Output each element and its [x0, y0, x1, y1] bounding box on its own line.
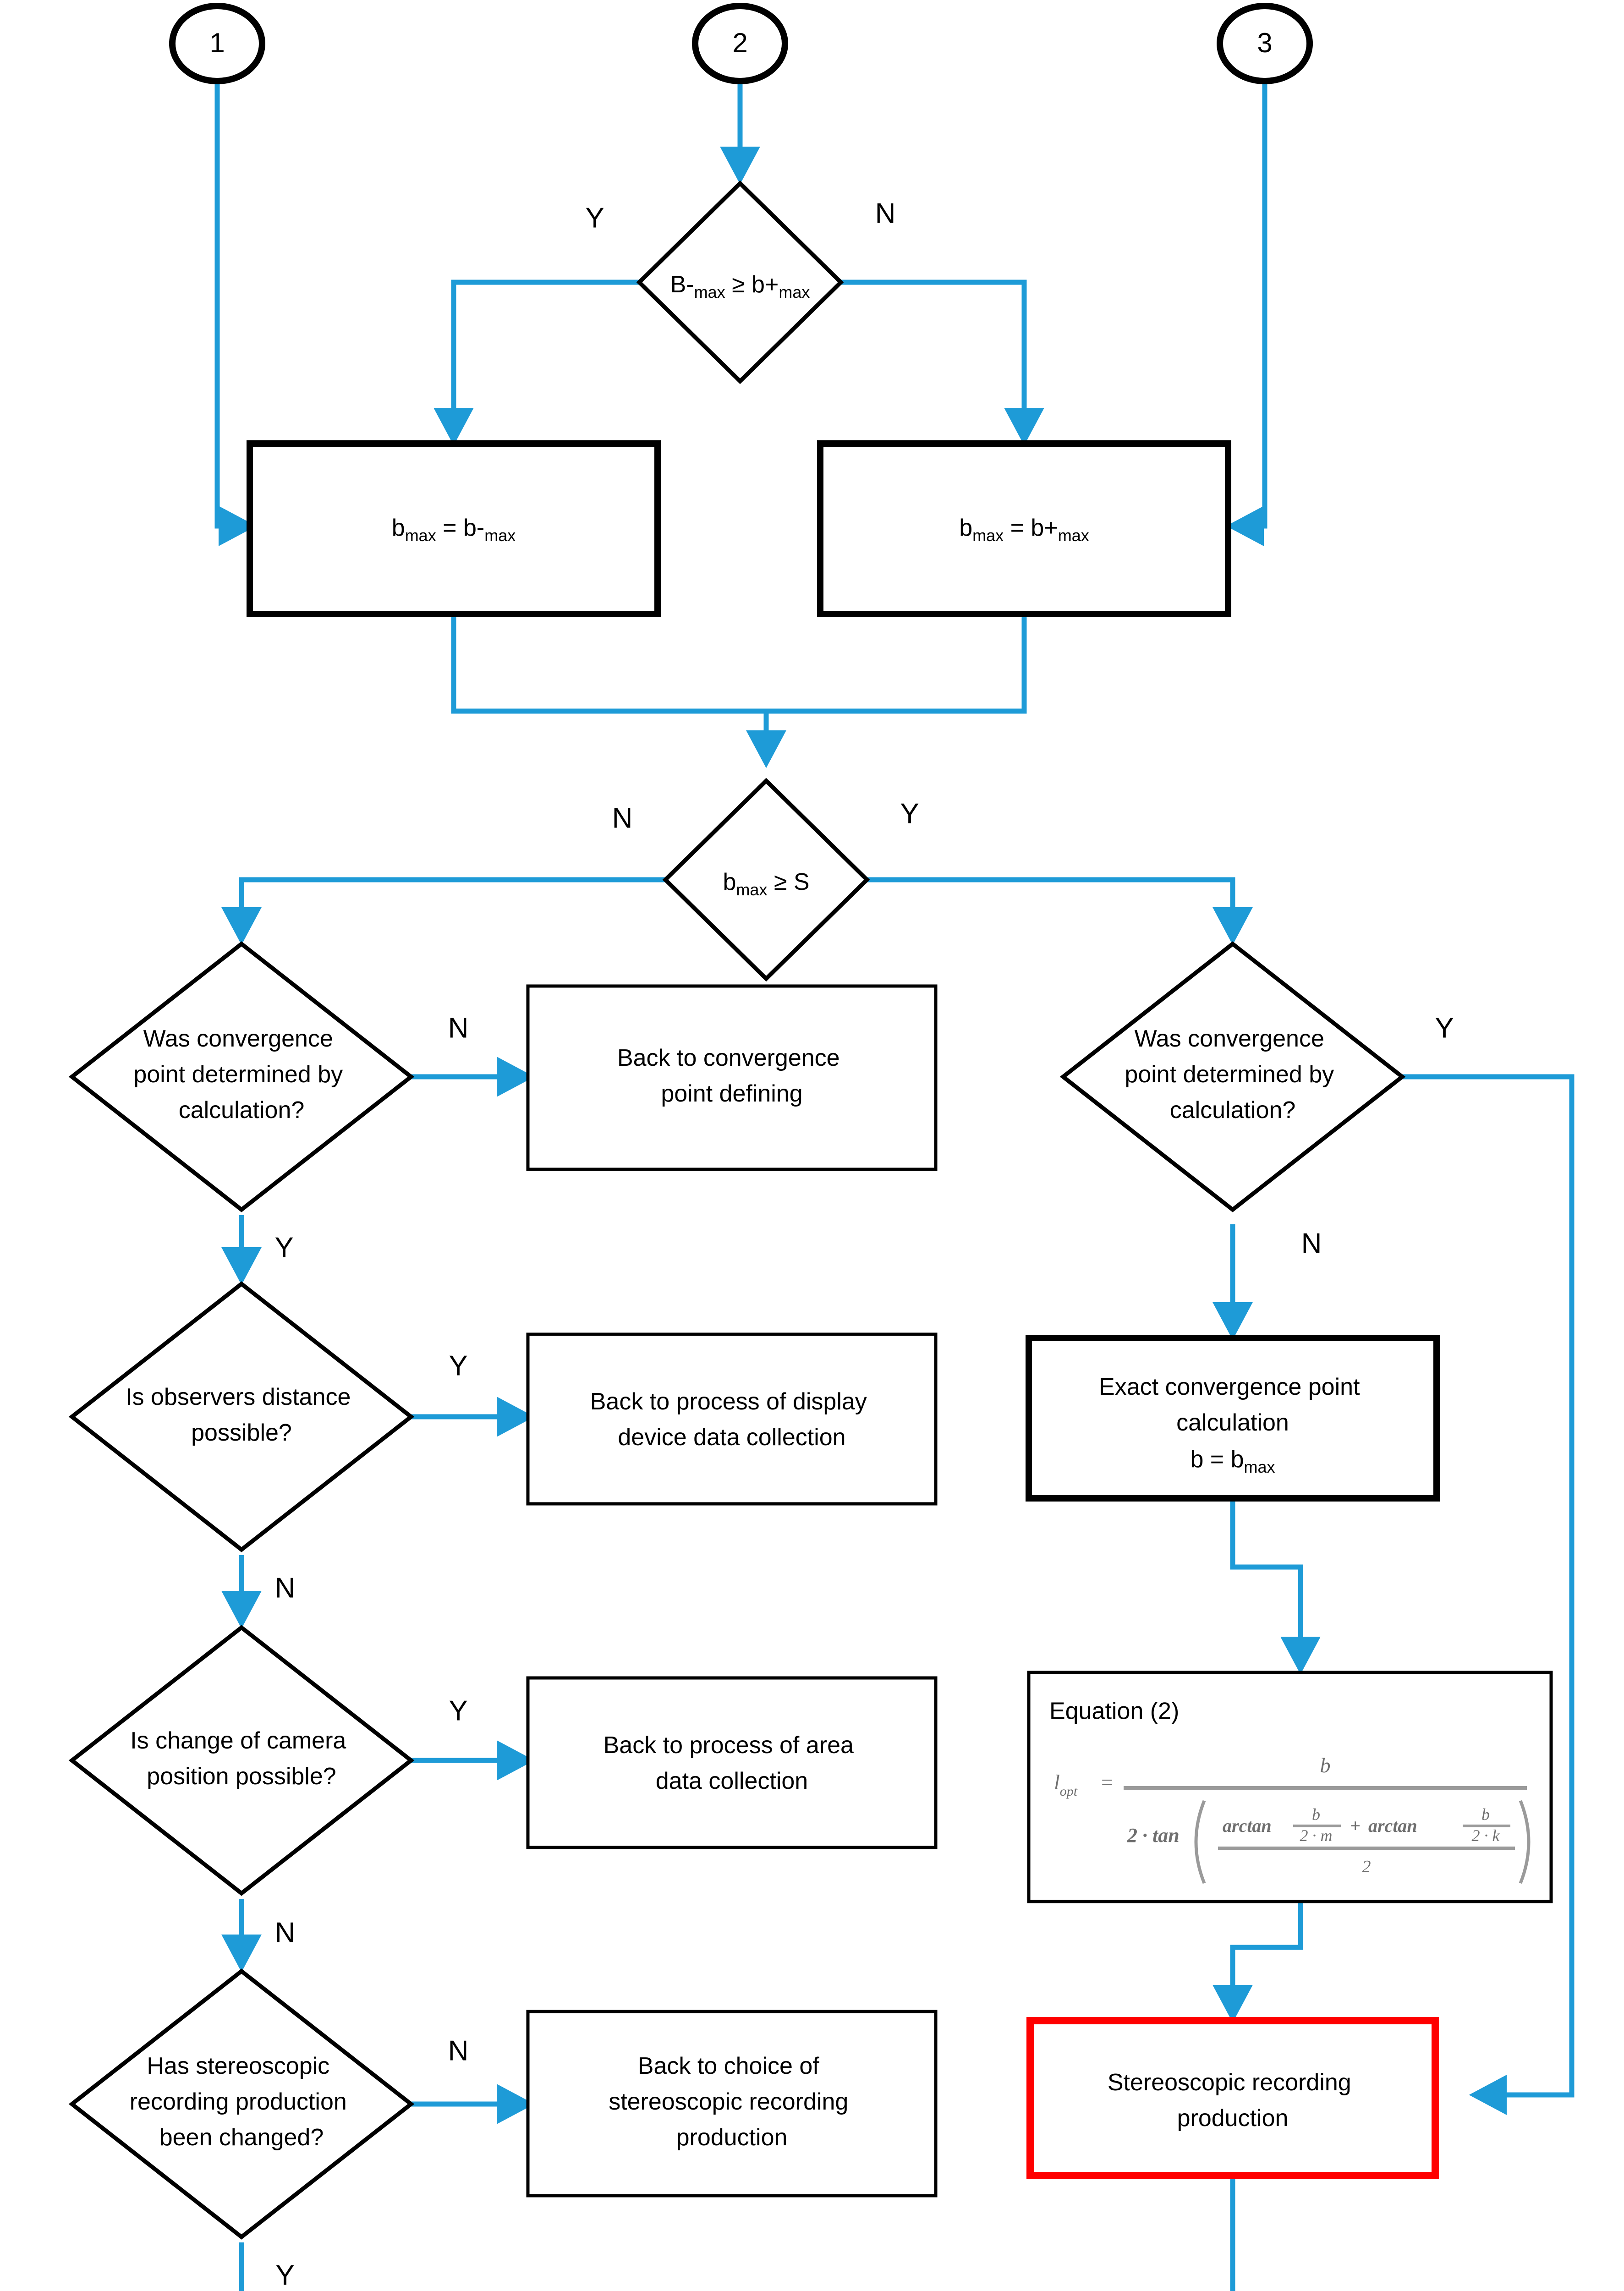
edge-bplus-down	[766, 614, 1027, 714]
eq-main-fraction-bar	[1124, 1786, 1527, 1790]
label-leftdist-no: N	[275, 1572, 296, 1604]
connector-1-label: 1	[209, 27, 225, 58]
decision-camera-position-label: Is change of camera position possible?	[130, 1727, 353, 1790]
eq-plus: +	[1350, 1815, 1361, 1836]
process-exact-convergence-calc[interactable]	[1026, 1335, 1440, 1502]
edge-equation-to-stereoprod	[1213, 1902, 1303, 2023]
edge-decision1-no	[841, 280, 1044, 446]
decision-left-convergence-label: Was convergence point determined by calc…	[133, 1025, 349, 1124]
decision-observer-distance-label: Is observers distance possible?	[126, 1384, 357, 1446]
connector-2[interactable]	[692, 3, 788, 84]
process-exact-convergence-calc-formula: b = bmax	[1190, 1446, 1275, 1476]
edge-rightconv-yes	[1402, 1074, 1575, 2115]
edge-stereoprod-to-end	[1230, 2176, 1235, 2291]
eq-numerator: b	[1320, 1754, 1331, 1777]
decision-stereo-changed[interactable]	[68, 1968, 415, 2240]
process-exact-convergence-calc-label: Exact convergence point calculation	[1099, 1374, 1366, 1436]
decision-stereo-changed-label: Has stereoscopic recording production be…	[130, 2053, 354, 2151]
eq-arctan-2: arctan	[1368, 1815, 1417, 1836]
process-back-to-display-device-label: Back to process of display device data c…	[590, 1388, 874, 1451]
decision-bmax-ge-s-label: bmax ≥ S	[723, 869, 809, 899]
decision-camera-position[interactable]	[68, 1625, 415, 1896]
eq-arctan-1-bar	[1293, 1825, 1341, 1827]
eq-arctan-1: arctan	[1223, 1815, 1272, 1836]
label-decision1-yes: Y	[585, 202, 604, 234]
process-back-to-area-data[interactable]	[526, 1676, 938, 1849]
edge-exact-to-equation	[1230, 1498, 1321, 1675]
process-back-to-choice-label: Back to choice of stereoscopic recording…	[609, 2053, 855, 2151]
label-rightconv-no: N	[1301, 1228, 1322, 1259]
eq-arctan-2-bar	[1463, 1825, 1510, 1827]
process-stereoscopic-recording-production-label: Stereoscopic recording production	[1108, 2069, 1358, 2132]
label-leftcam-no: N	[275, 1917, 296, 1948]
decision-bmax-compare[interactable]	[636, 180, 844, 384]
eq-inner-denominator: 2	[1362, 1857, 1371, 1876]
eq-paren-close	[1519, 1800, 1531, 1884]
process-bmax-equals-bplus[interactable]	[817, 440, 1231, 617]
eq-inner-fraction-bar	[1218, 1847, 1515, 1850]
process-stereoscopic-recording-production[interactable]	[1026, 2017, 1439, 2179]
eq-arctan-1-den: 2 · m	[1300, 1826, 1333, 1845]
decision-bmax-compare-label: B-max ≥ b+max	[670, 271, 810, 301]
label-rightconv-yes: Y	[1435, 1012, 1454, 1044]
process-back-to-display-device[interactable]	[526, 1332, 938, 1506]
process-equation-2-label: Equation (2)	[1049, 1698, 1179, 1725]
eq-equals: =	[1100, 1770, 1114, 1794]
decision-left-convergence[interactable]	[68, 941, 415, 1212]
process-back-to-convergence-point-label: Back to convergence point defining	[617, 1045, 846, 1107]
connector-3[interactable]	[1217, 3, 1313, 84]
process-back-to-area-data-label: Back to process of area data collection	[604, 1732, 861, 1794]
label-leftconv-yes: Y	[274, 1232, 293, 1263]
process-bmax-equals-bplus-label: bmax = b+max	[959, 515, 1089, 545]
decision-observer-distance[interactable]	[68, 1281, 415, 1552]
edge-bminus-down	[451, 614, 766, 714]
eq-arctan-2-num: b	[1481, 1805, 1490, 1824]
edge-decision1-yes	[433, 280, 639, 446]
process-back-to-convergence-point[interactable]	[526, 984, 938, 1171]
decision-right-convergence[interactable]	[1059, 941, 1406, 1212]
connector-1[interactable]	[169, 3, 265, 84]
process-bmax-equals-bminus[interactable]	[247, 440, 661, 617]
label-decision2-no: N	[612, 802, 633, 834]
label-decision1-no: N	[875, 197, 896, 229]
edge-c3-to-bplus	[1226, 79, 1267, 546]
label-leftconv-no: N	[448, 1012, 469, 1044]
label-leftdist-yes: Y	[449, 1350, 467, 1381]
edge-decision2-yes	[867, 877, 1253, 945]
edge-c1-to-bminus	[214, 79, 257, 546]
connector-2-label: 2	[732, 27, 747, 58]
label-leftcam-yes: Y	[449, 1695, 467, 1726]
process-back-to-choice[interactable]	[526, 2010, 938, 2198]
eq-denominator-prefix: 2 · tan	[1127, 1824, 1180, 1847]
label-leftstereo-yes: Y	[275, 2259, 294, 2291]
process-bmax-equals-bminus-label: bmax = b-max	[392, 515, 516, 545]
eq-arctan-2-den: 2 · k	[1472, 1826, 1500, 1845]
edge-decision2-no	[221, 877, 665, 945]
eq-paren-open	[1194, 1800, 1206, 1884]
decision-bmax-ge-s[interactable]	[662, 778, 870, 982]
eq-lhs: lopt	[1054, 1770, 1078, 1799]
label-leftstereo-no: N	[448, 2035, 469, 2066]
eq-arctan-1-num: b	[1312, 1805, 1320, 1824]
equation-2-formula: lopt = b 2 · tan 2 arctan b 2 · m + arct…	[1054, 1754, 1531, 1884]
connector-3-label: 3	[1257, 27, 1272, 58]
label-decision2-yes: Y	[900, 798, 919, 829]
decision-right-convergence-label: Was convergence point determined by calc…	[1125, 1025, 1340, 1124]
